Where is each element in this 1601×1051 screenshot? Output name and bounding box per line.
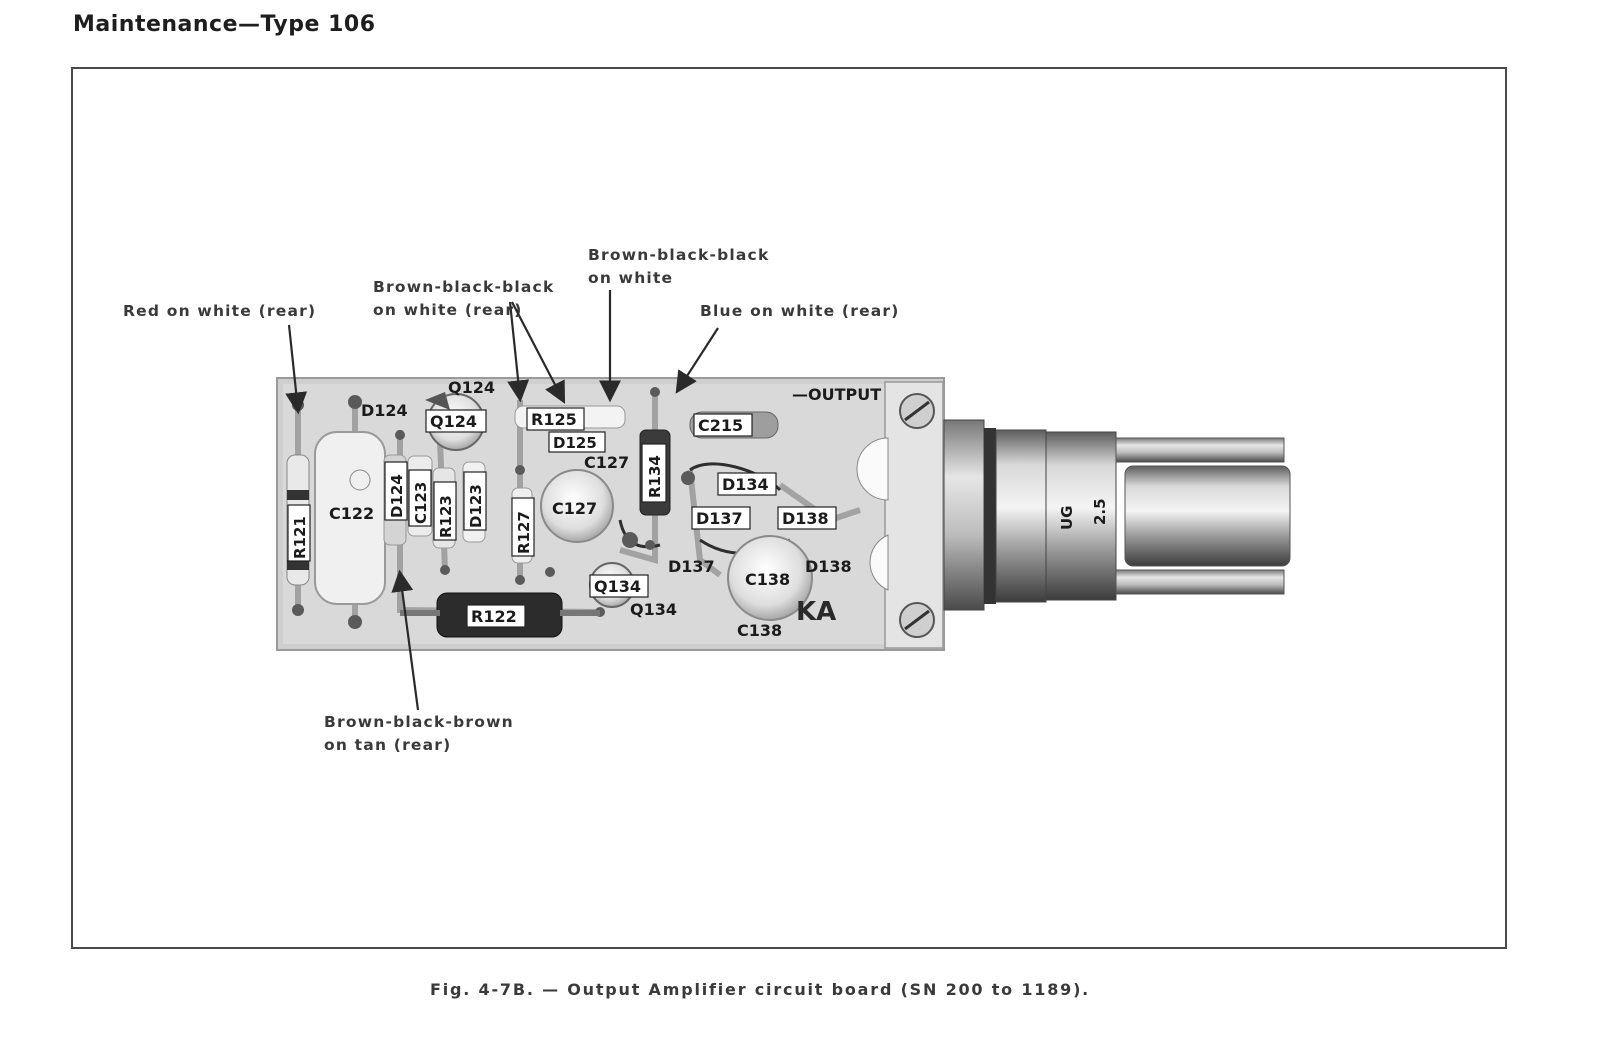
label-r121: R121 — [291, 516, 309, 559]
screw-top — [899, 393, 935, 429]
terminal-lower — [869, 534, 889, 591]
connector-text: 2.5 — [1091, 498, 1109, 525]
label-d138-silk: D138 — [805, 557, 852, 576]
label-q124-silk: Q124 — [448, 378, 495, 397]
page-header: Maintenance—Type 106 — [73, 12, 376, 37]
figure-frame — [71, 67, 1507, 949]
label-d134: D134 — [722, 475, 769, 494]
label-c127: C127 — [552, 499, 597, 518]
label-q134-silk: Q134 — [630, 600, 677, 619]
callout-line-1: Brown-black-black — [588, 246, 770, 264]
label-d137-silk: D137 — [668, 557, 715, 576]
callout-text: Red on white (rear) — [123, 302, 317, 320]
label-d124: D124 — [388, 474, 406, 518]
capacitor-c138 — [727, 535, 813, 621]
terminal-upper — [856, 437, 889, 501]
label-r122: R122 — [471, 607, 517, 626]
label-d125: D125 — [553, 434, 597, 452]
callout-brown-black-black-rear: Brown-black-black on white (rear) — [373, 276, 554, 322]
label-c122: C122 — [329, 504, 374, 523]
board-marking: KA — [796, 597, 836, 627]
arrow-blue-on-white — [675, 327, 719, 394]
callout-line-1: Brown-black-brown — [324, 713, 514, 731]
label-d137: D137 — [696, 509, 743, 528]
arrow-brown-black-brown — [391, 569, 420, 711]
label-r125: R125 — [531, 410, 577, 429]
label-q134: Q134 — [594, 577, 641, 596]
label-r123: R123 — [437, 495, 455, 538]
callout-line-2: on white — [588, 269, 674, 287]
output-connector: UG 2.5 — [943, 419, 1291, 611]
callout-brown-black-black: Brown-black-black on white — [588, 244, 769, 290]
callout-red-on-white: Red on white (rear) — [123, 300, 316, 323]
callout-text: Blue on white (rear) — [700, 302, 900, 320]
label-r127: R127 — [515, 511, 533, 554]
callout-arrows — [285, 290, 719, 711]
label-c123: C123 — [412, 482, 430, 524]
callout-line-2: on white (rear) — [373, 301, 523, 319]
connector-text: UG — [1058, 506, 1076, 531]
callout-line-1: Brown-black-black — [373, 278, 555, 296]
label-c138-silk: C138 — [737, 621, 782, 640]
arrow-red-on-white — [285, 324, 308, 415]
label-d138: D138 — [782, 509, 829, 528]
callout-line-2: on tan (rear) — [324, 736, 452, 754]
label-r134: R134 — [646, 455, 664, 498]
label-d124-silk: D124 — [361, 401, 408, 420]
capacitor-c127 — [540, 469, 614, 543]
screw-bottom — [899, 602, 935, 638]
figure-caption: Fig. 4-7B. — Output Amplifier circuit bo… — [430, 980, 1091, 999]
label-q124: Q124 — [430, 412, 477, 431]
label-c215: C215 — [698, 416, 743, 435]
label-c127-silk: C127 — [584, 453, 629, 472]
arrow-brown-black-black-rear-b — [511, 301, 566, 404]
output-label: —OUTPUT — [792, 385, 881, 404]
label-c138: C138 — [745, 570, 790, 589]
callout-brown-black-brown: Brown-black-brown on tan (rear) — [324, 711, 514, 757]
callout-blue-on-white: Blue on white (rear) — [700, 300, 900, 323]
label-d123: D123 — [467, 484, 485, 528]
arrow-brown-black-black-rear-a — [507, 301, 530, 403]
